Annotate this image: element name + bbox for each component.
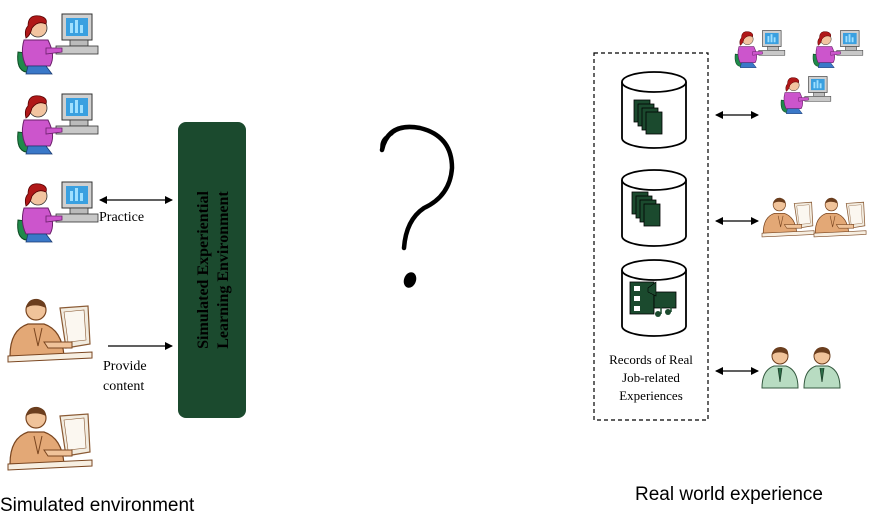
- media-icon: [629, 281, 677, 317]
- records-line1: Records of Real: [609, 352, 693, 367]
- student-at-computer-icon: [734, 30, 786, 68]
- student-at-computer-icon: [812, 30, 864, 68]
- businessman-icon: [761, 346, 799, 389]
- records-line3: Experiences: [619, 388, 683, 403]
- businessman-at-desk-icon: [813, 197, 867, 238]
- businessman-icon: [803, 346, 841, 389]
- businessman-at-desk-icon: [7, 406, 93, 471]
- learning-environment-box: [178, 122, 246, 418]
- learning-environment-line2: Learning Environment: [215, 191, 232, 349]
- provide-label-line2: content: [103, 379, 144, 394]
- real-world-experience-caption: Real world experience: [635, 484, 823, 505]
- practice-label: Practice: [99, 210, 144, 225]
- student-at-computer-icon: [17, 93, 99, 155]
- records-box: [593, 52, 709, 421]
- student-at-computer-icon: [780, 76, 832, 114]
- student-at-computer-icon: [17, 181, 99, 243]
- provide-label-line1: Provide: [103, 359, 147, 374]
- businessman-at-desk-icon: [761, 197, 815, 238]
- question-mark-icon: [379, 124, 455, 288]
- records-line2: Job-related: [622, 370, 680, 385]
- simulated-environment-caption: Simulated environment: [0, 495, 195, 516]
- businessman-at-desk-icon: [7, 298, 93, 363]
- student-at-computer-icon: [17, 13, 99, 75]
- learning-environment-line1: Simulated Experiential: [195, 191, 212, 349]
